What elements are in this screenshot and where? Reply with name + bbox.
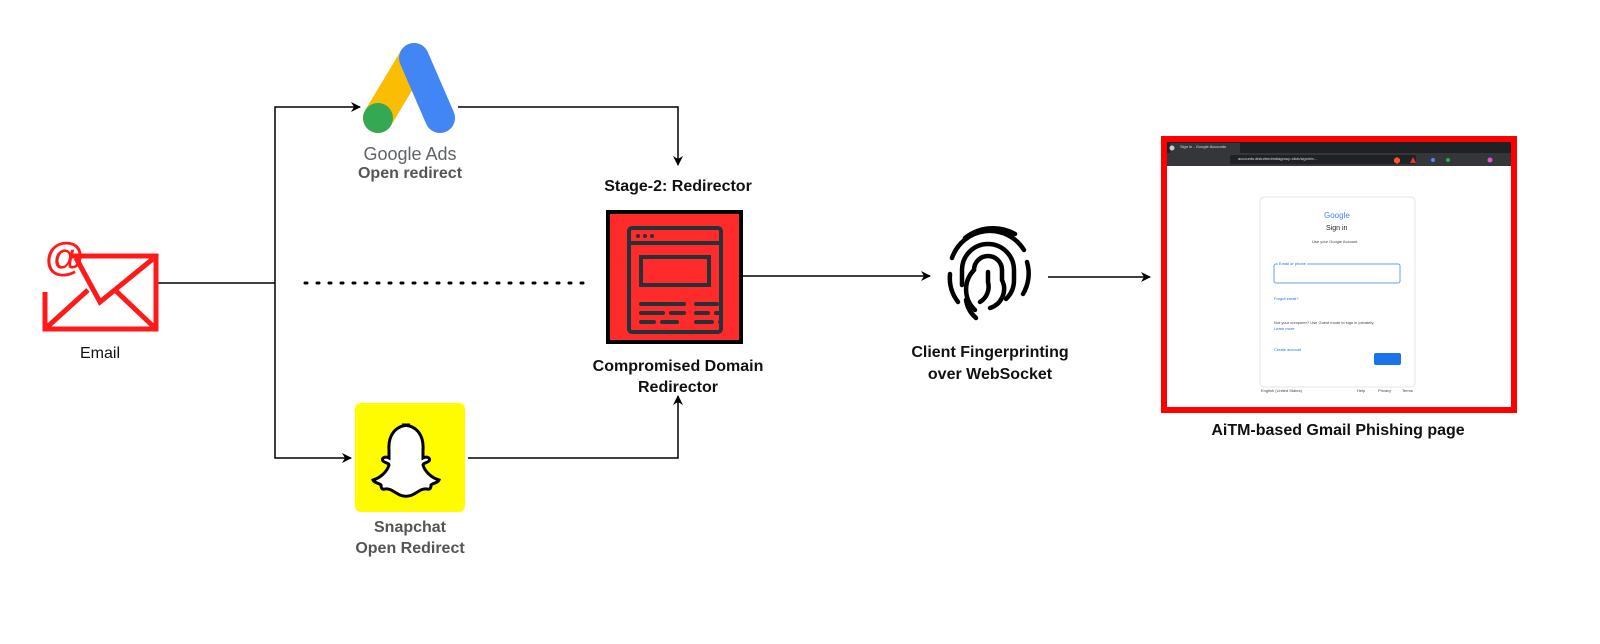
svg-text:@: @ [45,235,84,279]
footer-help: Help [1357,388,1366,393]
redirector-label-1: Compromised Domain [592,358,764,375]
edge-to-google-ads [274,102,361,283]
edge-snapchat-to-redirector [468,395,683,459]
create-account-link: Create account [1274,347,1302,352]
redirector-label-2: Redirector [637,379,719,396]
snapchat-ghost-icon [355,403,465,512]
footer-privacy: Privacy [1378,388,1392,393]
fingerprint-label-1: Client Fingerprinting [911,344,1069,361]
browser-url: accounts.disturbedmdiagroup.click/signin… [1238,156,1318,161]
footer-terms: Terms [1402,388,1413,393]
phishing-page-screenshot [1161,136,1517,413]
edge-to-snapchat [274,283,352,463]
next-button: Next [1382,347,1391,352]
redirector-title: Stage-2: Redirector [604,178,752,195]
fingerprint-icon [947,226,1031,321]
snapchat-label-1: Snapchat [373,519,447,536]
email-at-icon: @ [42,235,159,332]
language-select: English (United States) [1261,388,1302,393]
browser-window-icon [606,210,743,344]
email-field-label: Email or phone [1278,261,1307,266]
google-logo: Google [1324,211,1350,220]
google-ads-label: Open redirect [357,165,463,182]
fingerprint-label-2: over WebSocket [927,366,1053,383]
forgot-email-link: Forgot email? [1274,296,1299,301]
signin-subheading: Use your Google Account [1312,239,1358,244]
guest-text: Not your computer? Use Guest mode to sig… [1274,320,1375,325]
connectors [157,102,1151,463]
snapchat-label-2: Open Redirect [355,540,465,557]
phishing-caption: AiTM-based Gmail Phishing page [1211,422,1465,439]
email-label: Email [79,345,121,362]
signin-heading: Sign in [1326,225,1348,232]
browser-tab-title: Sign in - Google Accounts [1180,144,1227,149]
edge-google-to-redirector [458,106,683,166]
google-ads-logo [363,43,455,133]
learn-more-link: Learn more [1274,326,1295,331]
google-ads-brand: Google Ads [363,144,457,164]
